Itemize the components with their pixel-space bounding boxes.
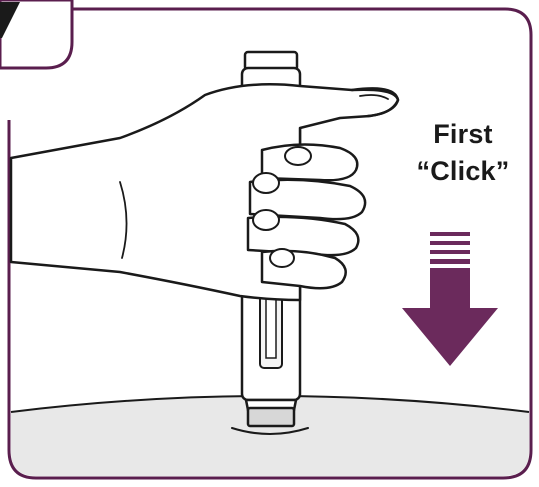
caption-first: First: [388, 118, 538, 150]
caption-click: “Click”: [388, 155, 538, 187]
down-arrow-icon: [402, 232, 498, 366]
hand-icon: [11, 84, 398, 300]
step-number-tab: [0, 0, 72, 68]
